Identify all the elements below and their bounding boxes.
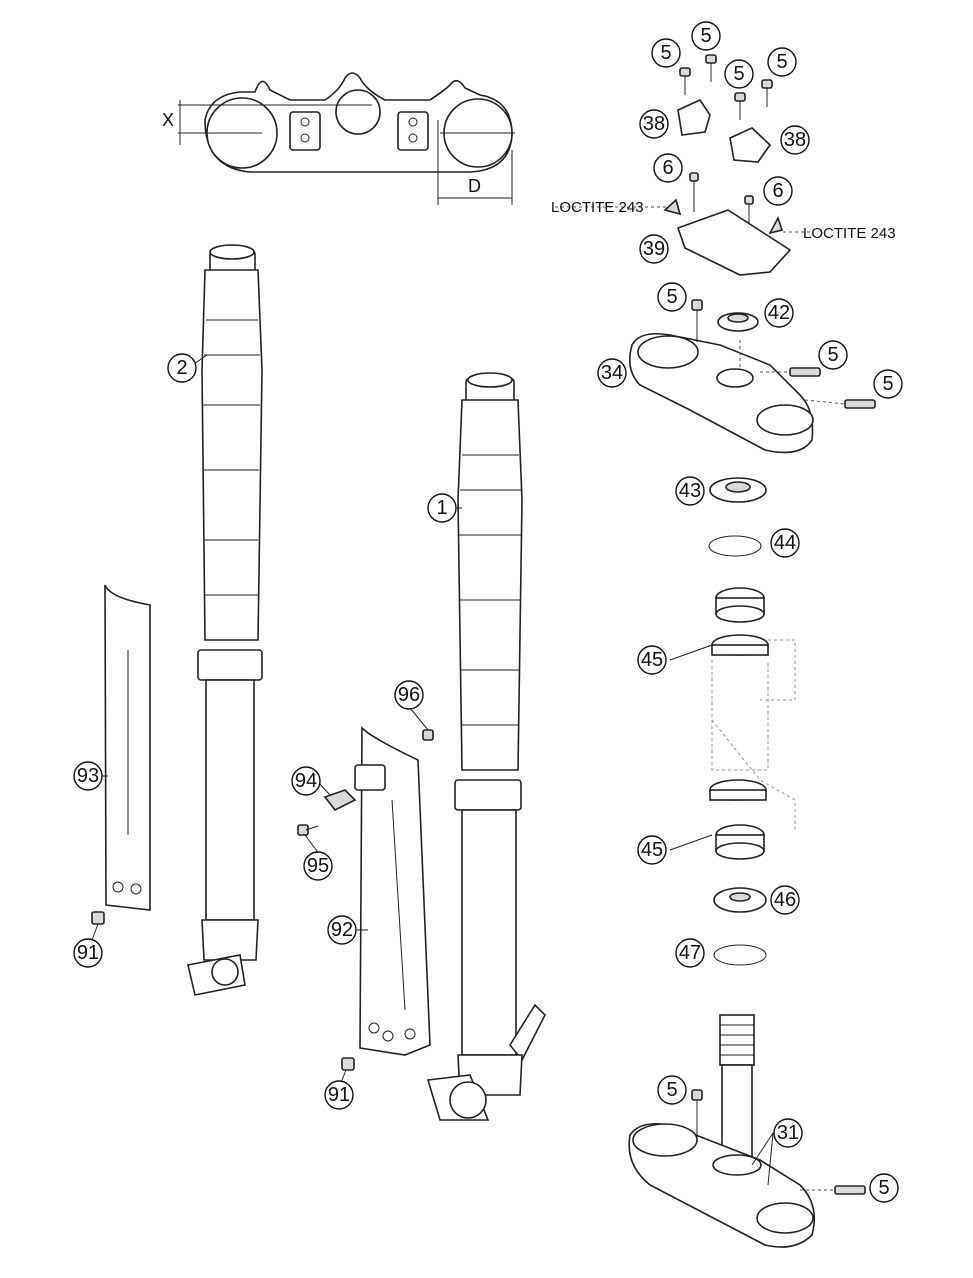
upper-triple-clamp: [629, 299, 876, 454]
svg-text:34: 34: [601, 362, 623, 384]
bearing-seal-43: [709, 477, 767, 503]
callout-46: 46: [770, 885, 800, 915]
clamp-94: [323, 789, 357, 812]
callout-42: 42: [764, 298, 794, 328]
svg-text:43: 43: [679, 480, 701, 502]
fork-leg-right: [426, 372, 546, 1121]
svg-text:38: 38: [784, 129, 806, 151]
svg-text:2: 2: [176, 357, 187, 379]
svg-text:91: 91: [328, 1084, 350, 1106]
callout-95: 95: [303, 851, 333, 881]
fork-leg-left: [187, 244, 263, 996]
svg-text:5: 5: [733, 63, 744, 85]
svg-text:47: 47: [679, 942, 701, 964]
callout-5: 5: [724, 59, 754, 89]
screws-6: [663, 172, 784, 235]
callout-38: 38: [639, 109, 669, 139]
callout-96: 96: [394, 680, 424, 710]
bearing-45-upper: [711, 587, 769, 656]
dimension-x-label: X: [162, 110, 174, 130]
callout-39: 39: [639, 234, 669, 264]
callout-5: 5: [767, 47, 797, 77]
svg-text:5: 5: [666, 1079, 677, 1101]
svg-text:31: 31: [777, 1122, 799, 1144]
svg-text:94: 94: [295, 770, 317, 792]
callout-34: 34: [597, 358, 627, 388]
top-clamp-dimension-view: X D: [162, 72, 515, 205]
callout-5: 5: [651, 38, 681, 68]
callout-6: 6: [763, 176, 793, 206]
leader-lines: [91, 354, 774, 1186]
loctite-note-left: LOCTITE 243: [551, 199, 644, 216]
callout-2: 2: [167, 353, 197, 383]
svg-text:95: 95: [307, 855, 329, 877]
svg-text:42: 42: [768, 302, 790, 324]
bolts-top-group: [679, 54, 773, 120]
callout-44: 44: [770, 528, 800, 558]
nut-96: [422, 729, 434, 741]
screw-91-left: [91, 911, 105, 925]
svg-text:46: 46: [774, 889, 796, 911]
svg-text:5: 5: [776, 51, 787, 73]
svg-text:92: 92: [331, 919, 353, 941]
fork-guard-right: [354, 726, 431, 1056]
svg-text:96: 96: [398, 684, 420, 706]
callout-1: 1: [427, 493, 457, 523]
callout-31: 31: [773, 1118, 803, 1148]
callout-94: 94: [291, 766, 321, 796]
callout-38: 38: [780, 125, 810, 155]
callout-5: 5: [869, 1173, 899, 1203]
svg-text:5: 5: [827, 344, 838, 366]
frame-head-tube-outline: [711, 639, 796, 830]
callout-45: 45: [637, 645, 667, 675]
loctite-note-right: LOCTITE 243: [803, 225, 896, 242]
svg-text:5: 5: [882, 373, 893, 395]
lower-triple-clamp-with-stem: [628, 1014, 866, 1248]
callout-43: 43: [675, 476, 705, 506]
callout-93: 93: [73, 761, 103, 791]
callout-5: 5: [657, 1075, 687, 1105]
screw-95: [297, 824, 319, 836]
svg-text:5: 5: [878, 1177, 889, 1199]
svg-text:6: 6: [772, 180, 783, 202]
callout-91: 91: [324, 1080, 354, 1110]
callout-5: 5: [818, 340, 848, 370]
fork-guard-left: [104, 584, 151, 911]
svg-text:5: 5: [700, 25, 711, 47]
handlebar-clamp-upper: [677, 98, 772, 163]
svg-text:1: 1: [436, 497, 447, 519]
svg-text:5: 5: [666, 286, 677, 308]
handlebar-clamp-lower: [676, 209, 792, 276]
callout-5: 5: [691, 21, 721, 51]
dimension-d-label: D: [468, 176, 481, 196]
callout-91: 91: [73, 938, 103, 968]
svg-text:93: 93: [77, 765, 99, 787]
callout-5: 5: [873, 369, 903, 399]
callout-5: 5: [657, 282, 687, 312]
o-ring-44: [708, 535, 762, 557]
svg-text:5: 5: [660, 42, 671, 64]
svg-text:44: 44: [774, 532, 796, 554]
svg-text:45: 45: [641, 649, 663, 671]
svg-text:6: 6: [662, 157, 673, 179]
callout-45: 45: [637, 835, 667, 865]
callout-6: 6: [653, 153, 683, 183]
screw-91-right: [341, 1057, 355, 1071]
o-ring-47: [713, 944, 767, 966]
bearing-45-lower: [709, 779, 767, 860]
svg-text:45: 45: [641, 839, 663, 861]
svg-text:39: 39: [643, 238, 665, 260]
svg-text:38: 38: [643, 113, 665, 135]
callout-92: 92: [327, 915, 357, 945]
seal-46: [713, 887, 767, 913]
svg-text:91: 91: [77, 942, 99, 964]
callout-47: 47: [675, 938, 705, 968]
